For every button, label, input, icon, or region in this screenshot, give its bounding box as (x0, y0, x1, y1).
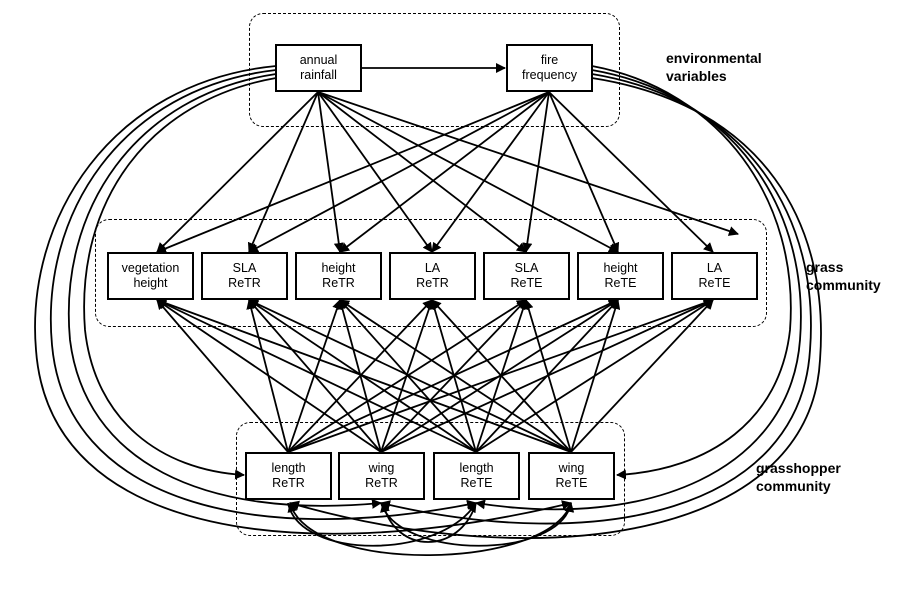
group-label-line1: environmental (666, 50, 762, 66)
node-label-line1: length (459, 461, 494, 475)
group-label-environmental: environmental variables (666, 49, 762, 85)
group-label-grasshopper: grasshopper community (756, 459, 841, 495)
path-arrow (380, 502, 575, 547)
arrow-rainfall-lengthretr (83, 77, 277, 480)
arrow-fire-vegheight (156, 91, 550, 254)
node-label-line1: length (271, 461, 306, 475)
node-label-line2: frequency (522, 68, 577, 82)
arrow-rainfall-vegheight (156, 91, 319, 253)
node-label-line2: ReTE (555, 476, 588, 490)
path-arrow (156, 299, 477, 453)
path-arrow (380, 299, 619, 453)
path-arrow (248, 299, 572, 453)
node-la-retr: LA ReTR (389, 252, 476, 300)
node-label-line1: height (603, 261, 638, 275)
path-arrow (570, 299, 621, 453)
arrow-fire-slaretr (248, 91, 550, 253)
node-sla-retr: SLA ReTR (201, 252, 288, 300)
arrow-fire-larete (548, 91, 714, 253)
node-height-retr: height ReTR (295, 252, 382, 300)
node-label-line2: ReTR (416, 276, 449, 290)
node-label-line1: wing (558, 461, 585, 475)
arrow-fire-wingretr (380, 73, 812, 525)
node-sla-rete: SLA ReTE (483, 252, 570, 300)
path-arrow (339, 299, 572, 453)
group-label-line2: community (756, 478, 831, 494)
node-label-line2: ReTE (510, 276, 543, 290)
path-arrow (475, 299, 619, 453)
arrow-rainfall-larete (317, 91, 739, 236)
node-wing-rete: wing ReTE (528, 452, 615, 500)
node-annual-rainfall: annual rainfall (275, 44, 362, 92)
group-label-line1: grasshopper (756, 460, 841, 476)
grass-community-group (95, 219, 767, 327)
arrow-rainfall-heightrete (317, 91, 619, 253)
group-label-grass: grass community (806, 258, 881, 294)
path-arrow (156, 298, 572, 453)
group-label-line2: community (806, 277, 881, 293)
node-label-line1: vegetation (121, 261, 180, 275)
node-length-retr: length ReTR (245, 452, 332, 500)
node-label-line1: SLA (232, 261, 257, 275)
node-la-rete: LA ReTE (671, 252, 758, 300)
node-vegetation-height: vegetation height (107, 252, 194, 300)
node-label-line1: annual (299, 53, 338, 67)
group-label-line1: grass (806, 259, 844, 275)
arrow-rainfall-laretr (317, 91, 433, 253)
path-arrow (431, 299, 572, 453)
node-label-line2: ReTR (322, 276, 355, 290)
node-wing-retr: wing ReTR (338, 452, 425, 500)
arrow-rainfall-wingretr (67, 73, 382, 509)
node-label-line2: rainfall (300, 68, 337, 82)
node-label-line2: ReTR (272, 476, 305, 490)
node-label-line2: ReTE (698, 276, 731, 290)
arrow-rainfall-wingrete (34, 65, 572, 535)
node-length-rete: length ReTE (433, 452, 520, 500)
path-arrow (287, 502, 477, 547)
path-arrow (380, 299, 434, 453)
node-label-line2: ReTE (604, 276, 637, 290)
arrow-fire-lengthretr (289, 77, 822, 539)
node-label-line1: height (321, 261, 356, 275)
arrow-fire-laretr (431, 91, 550, 253)
node-label-line2: ReTR (228, 276, 261, 290)
node-height-rete: height ReTE (577, 252, 664, 300)
arrow-rainfall-lengthrete (50, 69, 477, 521)
arrow-rainfall-heightretr (317, 91, 344, 253)
arrow-rainfall-slaretr (247, 91, 319, 253)
arrow-fire-slarete (522, 91, 550, 253)
path-arrow (156, 299, 382, 453)
node-label-line2: ReTE (460, 476, 493, 490)
node-label-line1: LA (424, 261, 441, 275)
path-arrow (156, 299, 289, 453)
arrow-fire-heightretr (339, 91, 550, 253)
path-arrow (380, 502, 477, 543)
arrow-fire-heightrete (548, 91, 620, 253)
node-label-line2: height (133, 276, 168, 290)
path-arrow (523, 299, 572, 453)
node-label-line1: LA (706, 261, 723, 275)
node-label-line1: SLA (514, 261, 539, 275)
path-arrow (570, 299, 714, 453)
node-label-line1: fire (540, 53, 559, 67)
arrow-rainfall-slarete (317, 91, 527, 253)
node-label-line1: wing (368, 461, 395, 475)
group-label-line2: variables (666, 68, 727, 84)
node-label-line2: ReTR (365, 476, 398, 490)
path-arrow (287, 502, 572, 557)
node-fire-frequency: fire frequency (506, 44, 593, 92)
path-arrow (337, 299, 382, 453)
